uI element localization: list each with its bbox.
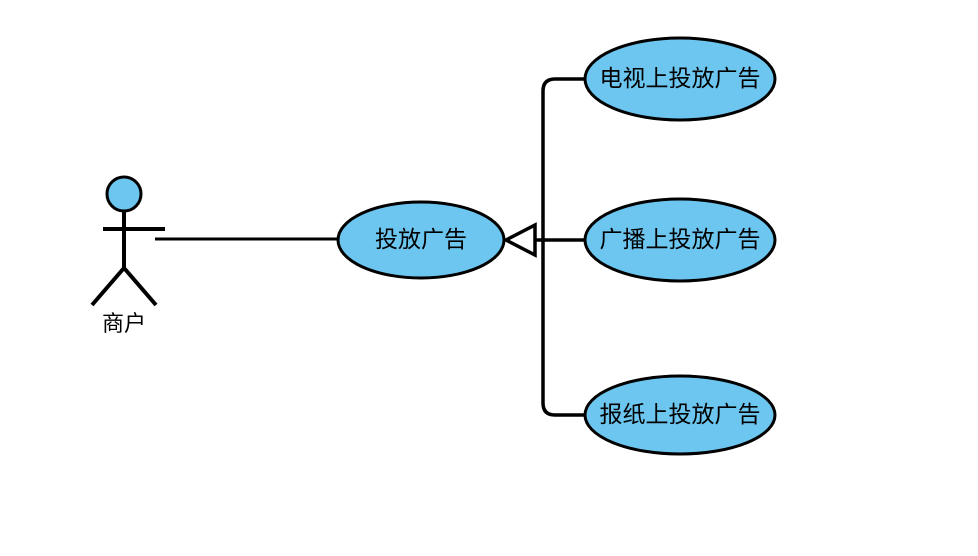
actor-left-leg-line	[90, 266, 126, 307]
actor-label: 商户	[102, 311, 146, 336]
use-case-advertise-on-radio[interactable]: 广播上投放广告	[583, 197, 777, 283]
use-case-ellipse	[583, 36, 777, 122]
use-case-label: 报纸上投放广告	[600, 401, 761, 427]
use-case-place-advertisement[interactable]: 投放广告	[336, 200, 506, 280]
generalization-branch-tv	[541, 77, 585, 240]
use-case-label: 广播上投放广告	[600, 226, 761, 252]
merchant-actor[interactable]: 商户	[90, 175, 165, 336]
use-case-advertise-on-tv[interactable]: 电视上投放广告	[583, 36, 777, 122]
use-case-label: 电视上投放广告	[600, 65, 761, 91]
generalization-branch-newspaper	[541, 240, 585, 417]
use-case-label: 投放广告	[375, 226, 467, 252]
use-case-ellipse	[583, 197, 777, 283]
generalization-arrowhead-icon	[502, 222, 537, 258]
actor-right-leg-line	[122, 266, 158, 307]
use-case-ellipse	[583, 374, 777, 456]
use-case-advertise-in-newspaper[interactable]: 报纸上投放广告	[583, 374, 777, 456]
actor-head-icon	[105, 175, 143, 213]
